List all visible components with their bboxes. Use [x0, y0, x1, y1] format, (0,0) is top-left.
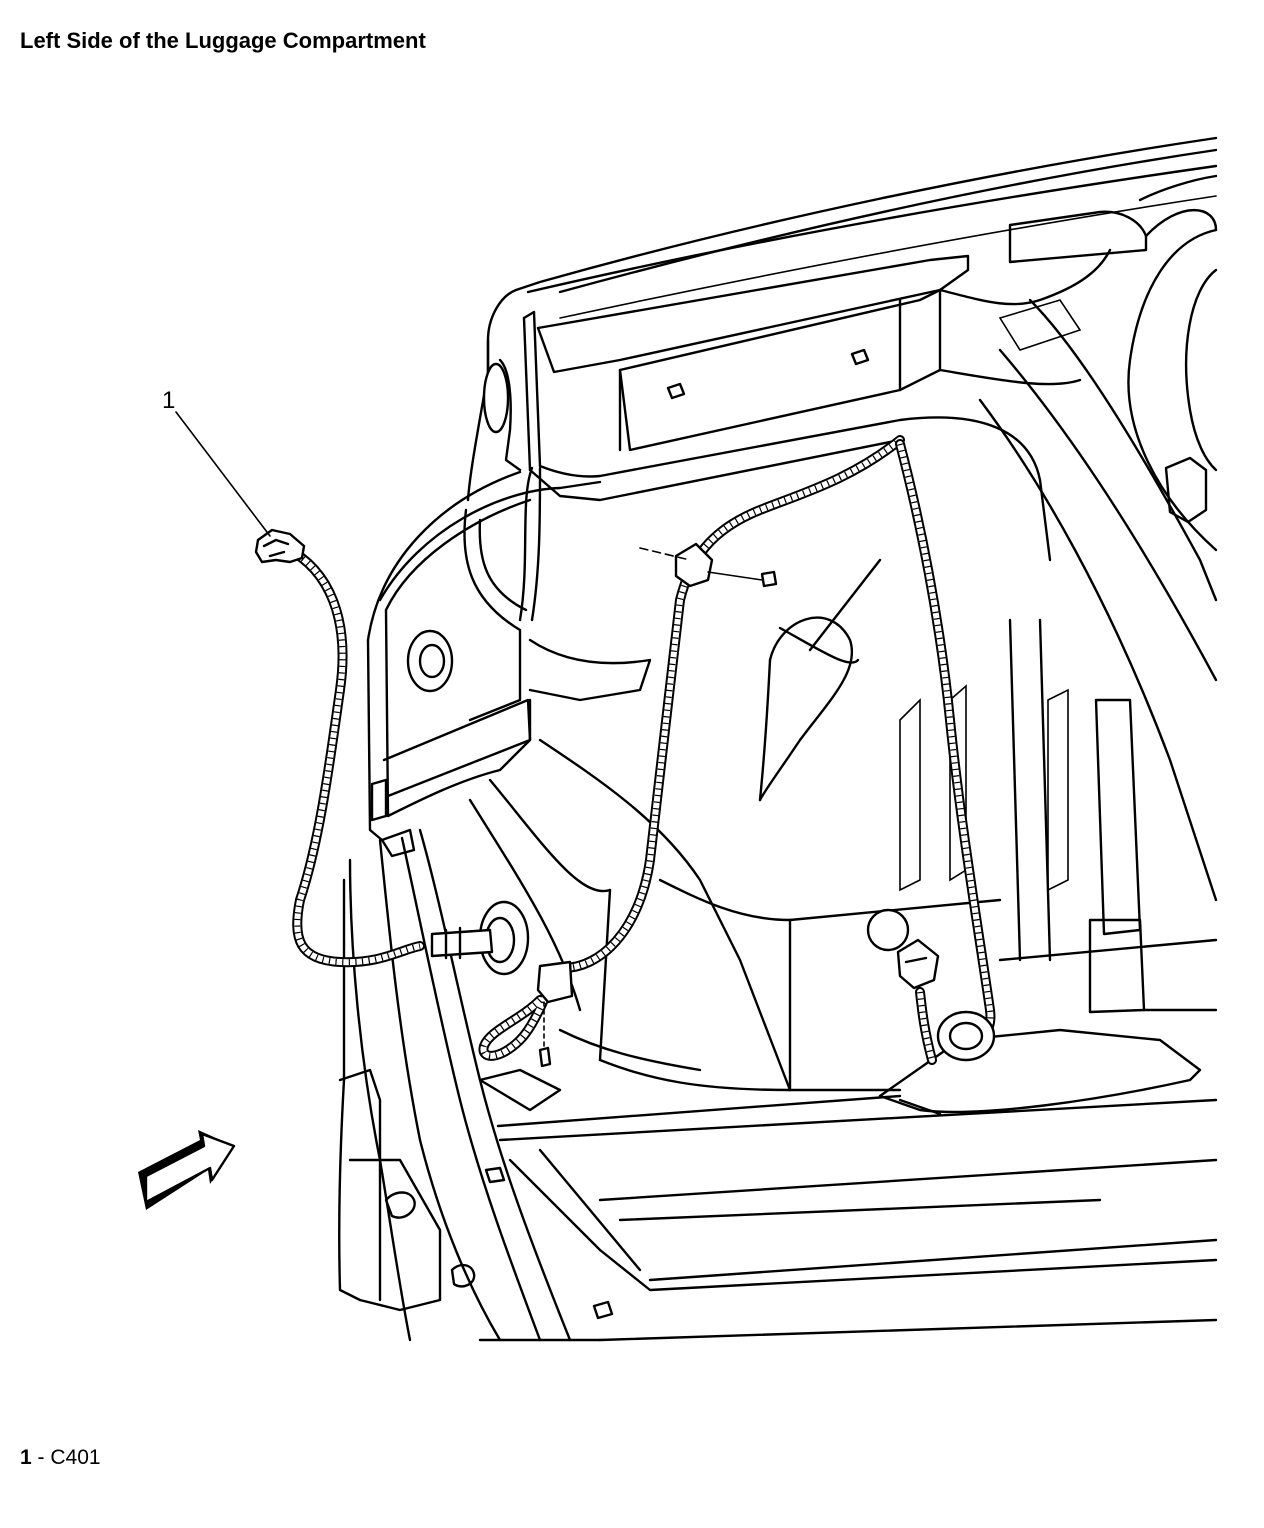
- grommet-left: [430, 900, 530, 976]
- callout-1: 1: [162, 387, 271, 537]
- grommet-right: [936, 1010, 996, 1062]
- rear-deck-tray: [536, 248, 1112, 452]
- harness-connector-icon: [254, 528, 306, 564]
- spare-tire-well: [468, 558, 1218, 1092]
- clip-center: [536, 960, 574, 1068]
- page-title: Left Side of the Luggage Compartment: [20, 28, 426, 53]
- legend-number: 1: [20, 1446, 32, 1469]
- connector-upper: [639, 542, 778, 588]
- trunk-floor: [338, 828, 1218, 1342]
- legend-text: C401: [50, 1446, 101, 1469]
- view-direction-arrow-icon: [138, 1130, 236, 1210]
- rear-body-panel: [486, 136, 1218, 374]
- connector-right: [866, 908, 940, 990]
- left-quarter-panel: [366, 310, 1052, 858]
- right-wheelhouse: [978, 228, 1218, 902]
- legend-entry-1: 1 - C401: [20, 1446, 101, 1470]
- callout-1-label: 1: [162, 387, 175, 414]
- wiring-harness: [281, 435, 996, 1065]
- legend-separator: -: [31, 1446, 51, 1469]
